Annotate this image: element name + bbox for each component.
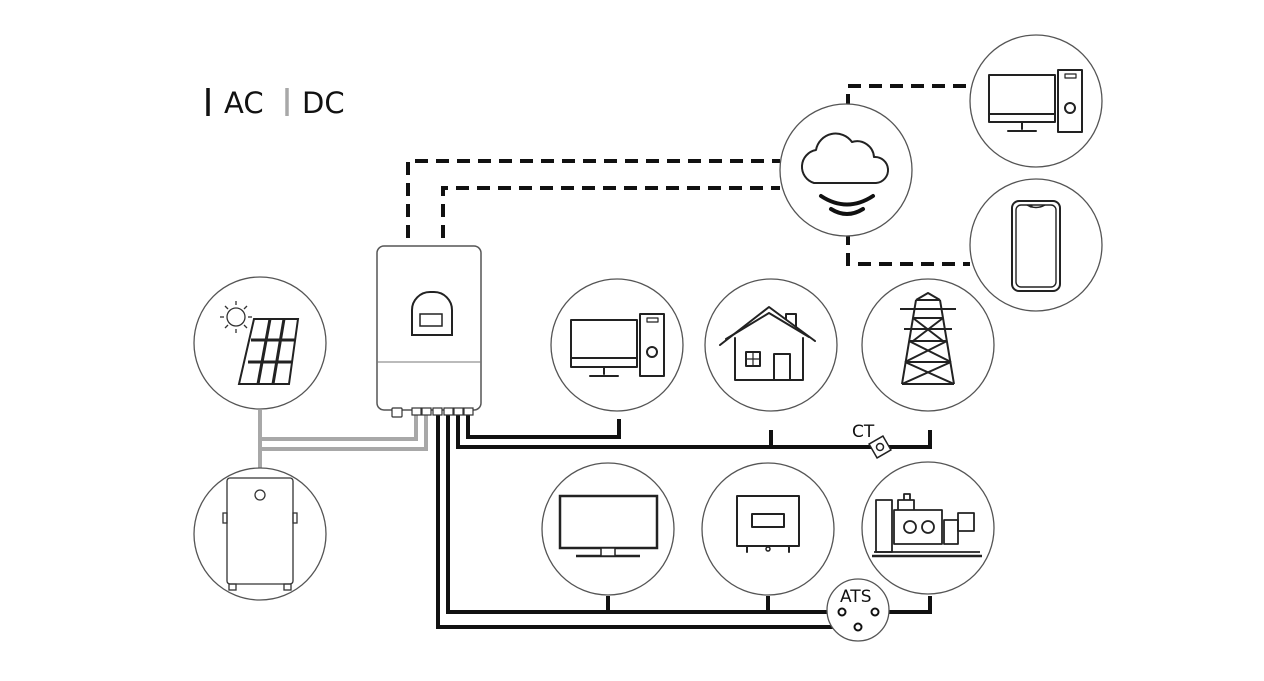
ats-terminal-right — [870, 607, 880, 617]
ats-switch: ATS — [826, 578, 890, 642]
meter-icon — [736, 495, 800, 553]
comm-line-inverter-cloud-2 — [441, 186, 780, 238]
comm-line-inverter-cloud-1 — [406, 159, 780, 238]
ats-terminal-bottom — [853, 622, 863, 632]
ats-switch-icon — [826, 578, 890, 642]
meter-load-node — [701, 462, 835, 596]
house-load-node — [704, 278, 838, 412]
comm-line-cloud-phone — [846, 232, 970, 266]
inverter-screen — [419, 313, 443, 327]
dc-line-battery-inverter — [260, 414, 428, 451]
television-icon — [558, 494, 659, 558]
ats-label: ATS — [840, 587, 872, 607]
battery-icon — [222, 477, 298, 591]
ct-core — [875, 442, 885, 452]
ct-label: CT — [852, 422, 875, 442]
ats-terminal-left — [837, 607, 847, 617]
cloud-icon — [800, 132, 889, 216]
communication-lines — [406, 84, 970, 266]
ac-line-generator — [878, 596, 932, 614]
battery-node — [193, 467, 327, 601]
solar-panel-icon — [220, 301, 300, 385]
grid-tower-node — [861, 278, 995, 412]
generator-icon — [872, 493, 982, 558]
ct-sensor: CT — [852, 422, 892, 459]
ac-line-backup-loads — [446, 414, 842, 614]
legend-ac-label: AC — [224, 86, 264, 120]
legend-dc-label: DC — [302, 86, 345, 120]
inverter-terminals — [391, 407, 474, 418]
smartphone-icon — [1011, 200, 1061, 292]
transmission-tower-icon — [900, 292, 956, 385]
ac-line-computer-load — [466, 414, 621, 439]
legend: AC DC — [206, 86, 345, 120]
solar-panel-node — [193, 276, 327, 410]
desktop-computer-icon — [988, 69, 1083, 133]
dc-line-solar — [258, 410, 418, 441]
comm-line-cloud-desktop — [846, 84, 970, 107]
ac-lines — [436, 414, 932, 629]
inverter — [376, 245, 482, 418]
smartphone-node — [969, 178, 1103, 312]
generator-node — [861, 461, 995, 595]
desktop-monitoring-node — [969, 34, 1103, 168]
house-icon — [719, 306, 816, 381]
computer-load-node — [550, 278, 684, 412]
tv-load-node — [541, 462, 675, 596]
desktop-computer-icon — [570, 313, 665, 377]
ac-line-grid — [456, 414, 932, 449]
dc-lines — [258, 410, 428, 468]
ac-line-ats-generator-input — [436, 414, 858, 629]
cloud-node — [779, 103, 913, 237]
